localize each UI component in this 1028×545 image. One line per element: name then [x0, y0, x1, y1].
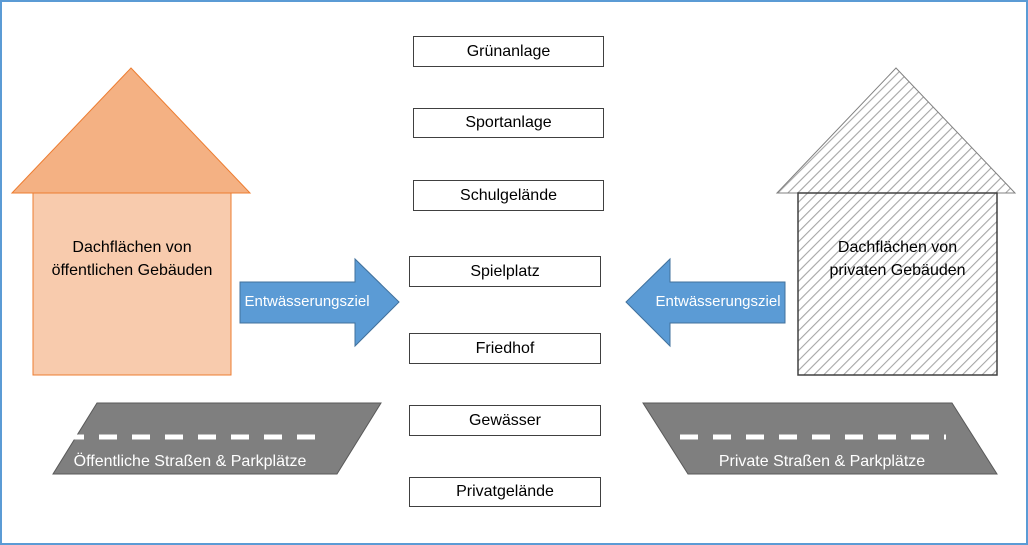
public-house-roof — [10, 67, 252, 194]
public-house-label-line2: öffentlichen Gebäuden — [51, 262, 213, 279]
target-sportanlage: Sportanlage — [413, 108, 604, 138]
public-house-wall — [32, 192, 232, 376]
left-arrow-label: Entwässerungsziel — [244, 293, 370, 310]
public-road — [52, 402, 382, 475]
target-gewaesser: Gewässer — [409, 405, 601, 436]
private-house-roof — [775, 67, 1017, 194]
public-road-label: Öffentliche Straßen & Parkplätze — [73, 453, 307, 470]
private-house-label-line2: privaten Gebäuden — [829, 262, 966, 279]
private-house-label: Dachflächen von privaten Gebäuden — [798, 236, 997, 282]
target-privatgelaende: Privatgelände — [409, 477, 601, 507]
target-schulgelaende: Schulgelände — [413, 180, 604, 211]
left-drainage-arrow — [239, 257, 400, 348]
target-gruenanlage: Grünanlage — [413, 36, 604, 67]
right-drainage-arrow — [625, 257, 786, 348]
right-arrow-label: Entwässerungsziel — [655, 293, 781, 310]
private-house-label-line1: Dachflächen von — [837, 239, 958, 256]
target-spielplatz: Spielplatz — [409, 256, 601, 287]
public-house-label-line1: Dachflächen von — [72, 239, 192, 256]
public-house-label: Dachflächen von öffentlichen Gebäuden — [33, 236, 231, 282]
private-house-wall — [797, 192, 998, 376]
private-road-label: Private Straßen & Parkplätze — [718, 453, 926, 470]
target-friedhof: Friedhof — [409, 333, 601, 364]
